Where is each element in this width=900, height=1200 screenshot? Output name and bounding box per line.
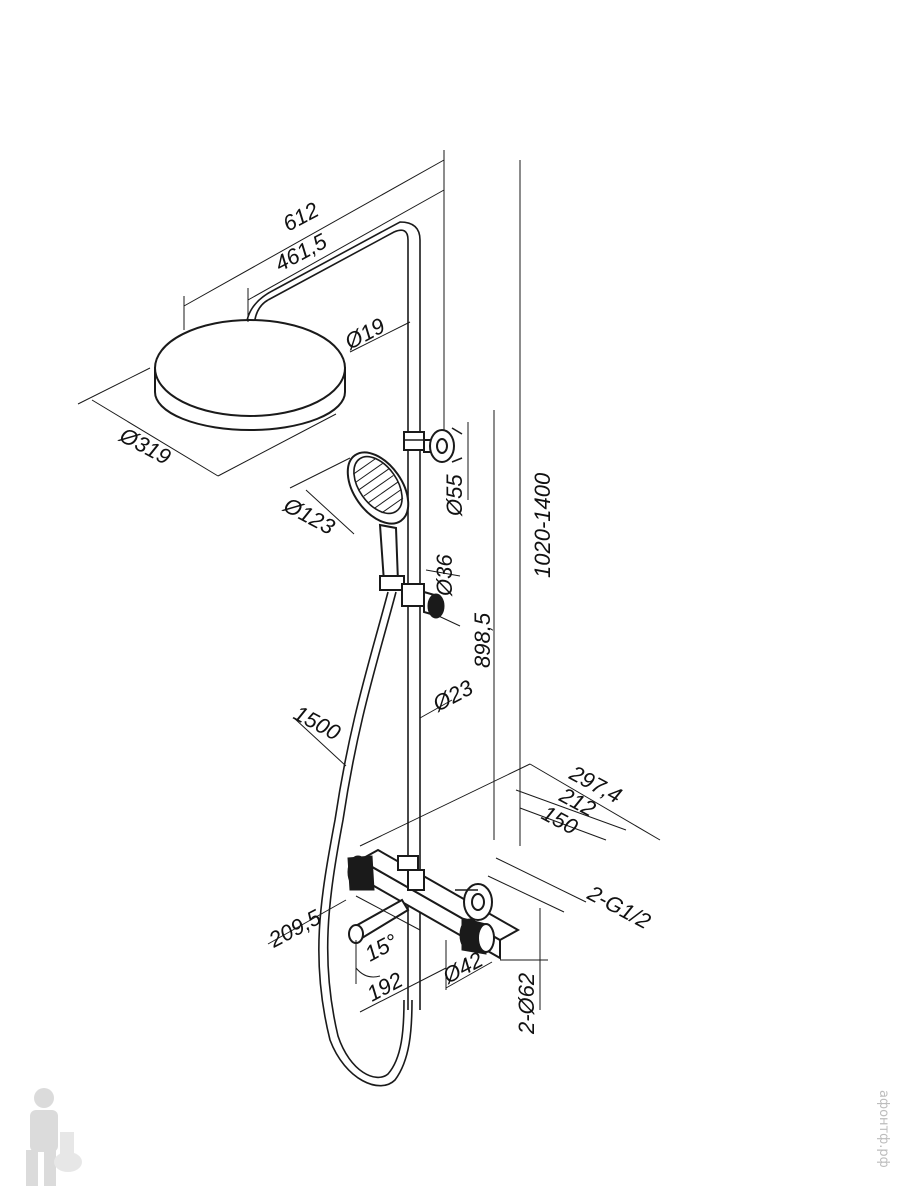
dim-pipe-upper: Ø19 <box>340 313 389 355</box>
shower-hose <box>318 591 413 1087</box>
dim-rail-height: 898,5 <box>470 612 495 668</box>
dimension-lines <box>77 150 661 1013</box>
dim-pipe-lower: Ø23 <box>428 674 478 716</box>
dim-slider: Ø36 <box>432 554 457 597</box>
dim-connection: 2-G1/2 <box>583 880 655 934</box>
dim-head-diameter: Ø319 <box>115 422 175 470</box>
dim-height-range: 1020-1400 <box>530 472 555 578</box>
plumber-logo <box>26 1088 82 1186</box>
dim-hand-shower: Ø123 <box>279 492 340 540</box>
shower-arm <box>245 221 421 348</box>
watermark-text: афонтф.рф <box>876 1090 891 1168</box>
dim-461-5: 461,5 <box>271 228 332 276</box>
dim-holder-top: Ø55 <box>442 474 467 517</box>
rain-shower-head <box>154 319 346 431</box>
dim-escutcheon: 2-Ø62 <box>514 973 539 1035</box>
slide-holder <box>379 575 445 619</box>
dim-hose-length: 1500 <box>290 700 346 745</box>
dim-spout-length: 209,5 <box>264 904 326 953</box>
hand-shower <box>346 451 410 583</box>
thermostat-mixer <box>347 848 521 960</box>
dim-spout-192: 192 <box>363 967 407 1006</box>
upper-wall-bracket <box>403 427 463 463</box>
